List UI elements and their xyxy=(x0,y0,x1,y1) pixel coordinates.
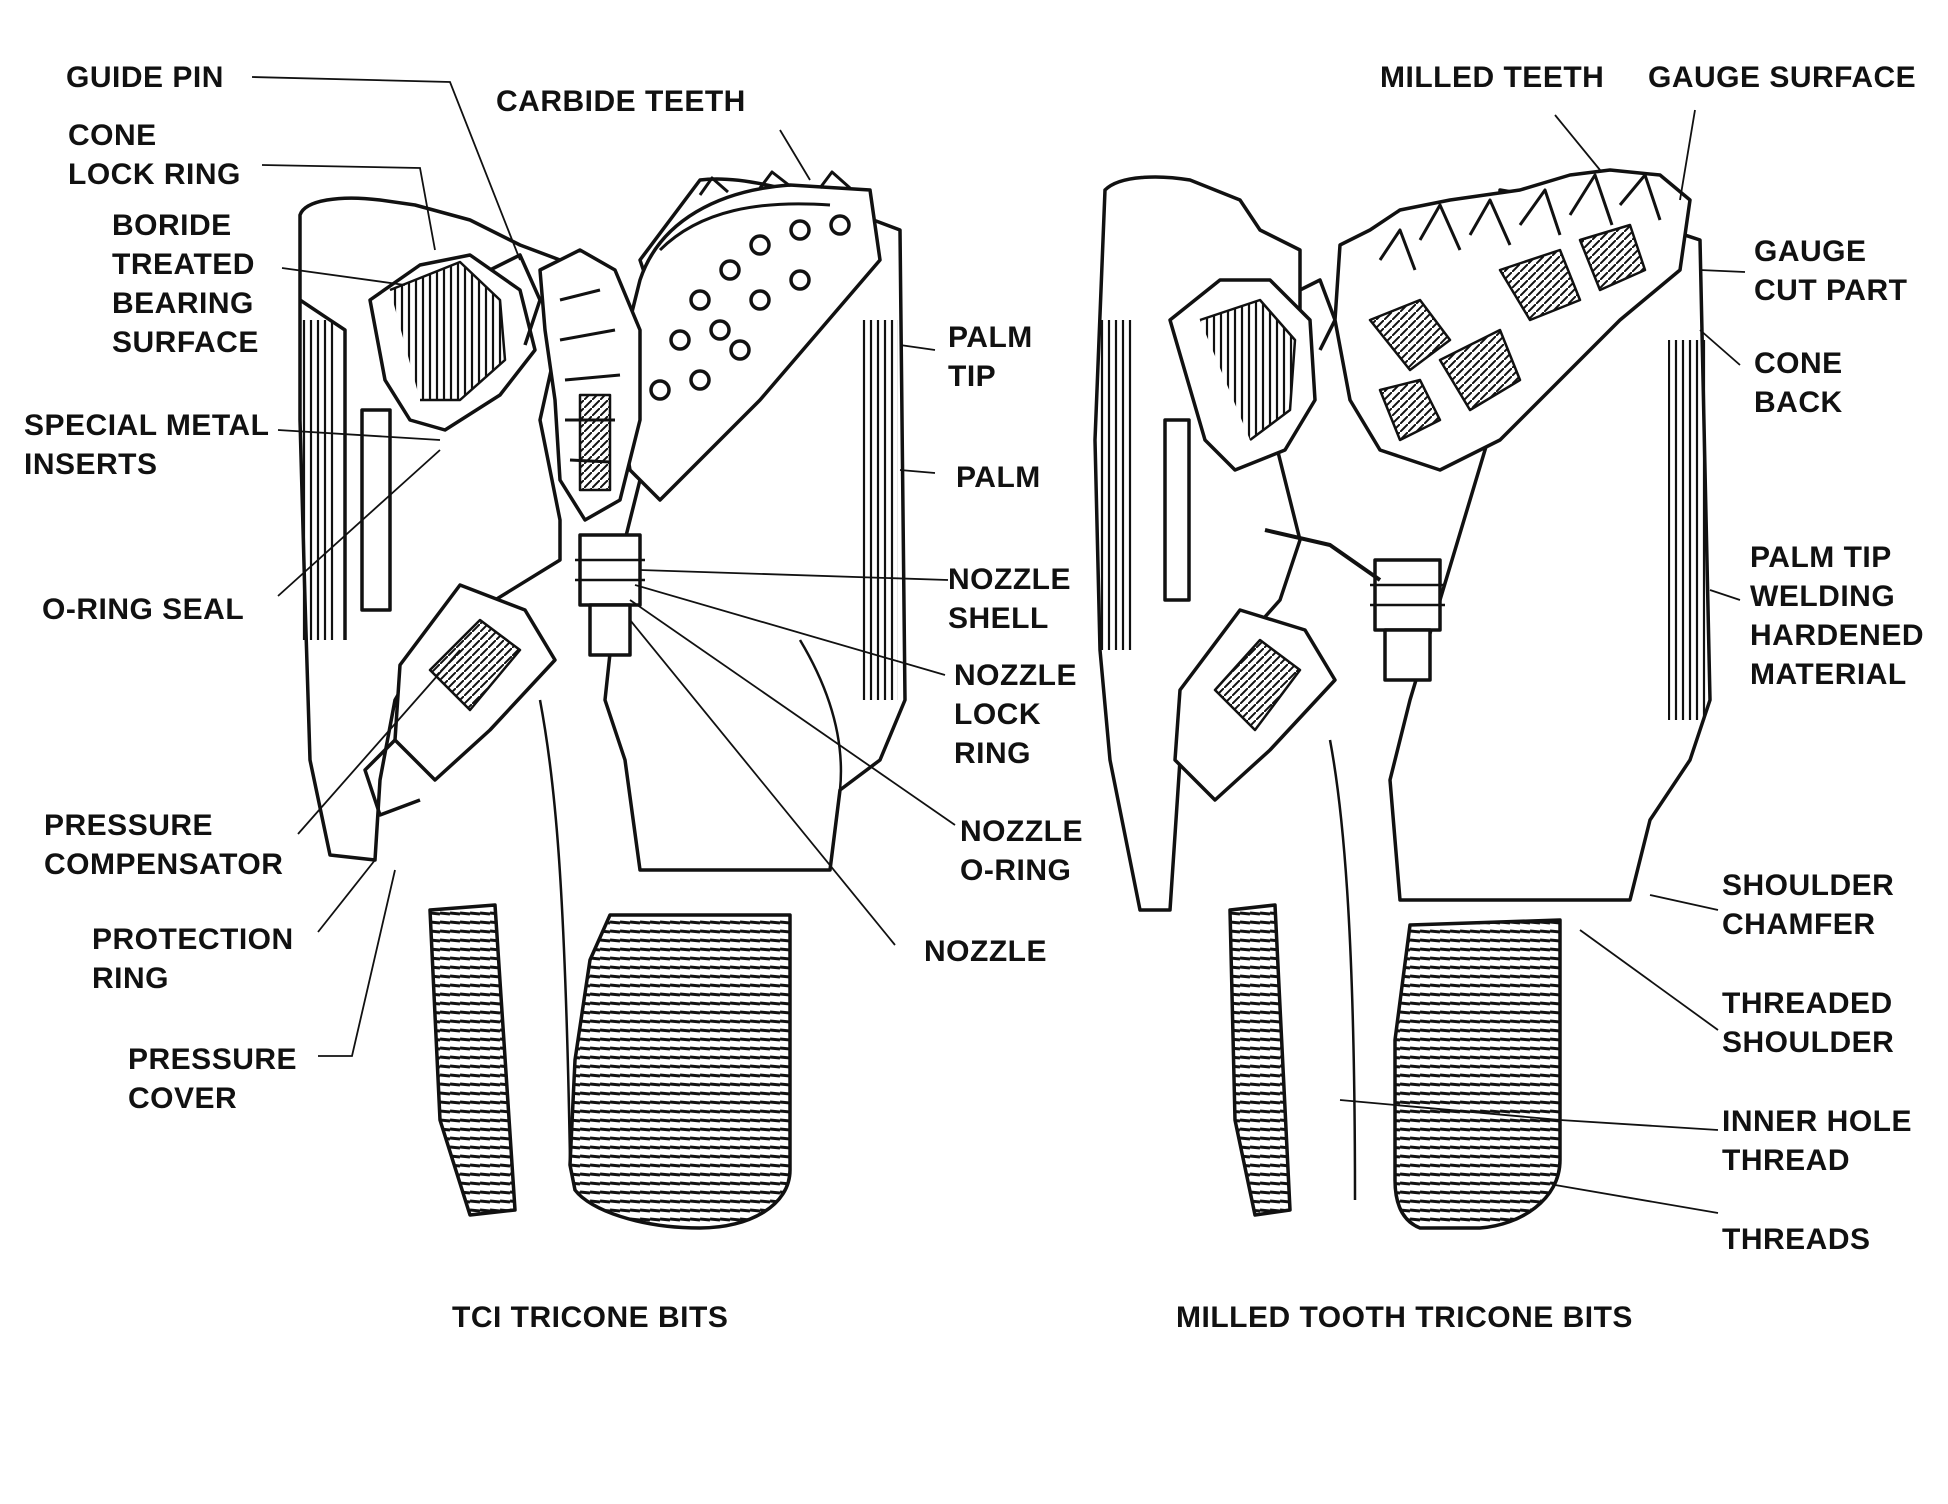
label-inner-hole-thread: INNER HOLE THREAD xyxy=(1722,1105,1913,1177)
label-special-metal-inserts: SPECIAL METAL INSERTS xyxy=(24,409,270,481)
label-cone-back: CONE BACK xyxy=(1754,347,1843,419)
caption-tci-tricone-bits: TCI TRICONE BITS xyxy=(452,1301,729,1334)
label-guide-pin: GUIDE PIN xyxy=(66,61,224,94)
caption-milled-tooth-tricone-bits: MILLED TOOTH TRICONE BITS xyxy=(1176,1301,1633,1334)
tci-nozzle xyxy=(575,533,645,657)
label-boride-treated-bearing-surface: BORIDE TREATED BEARING SURFACE xyxy=(112,209,259,359)
milled-tooth-bit-drawing xyxy=(1093,168,1712,1230)
tci-bearing-cone xyxy=(368,253,542,432)
mt-bearing-cone xyxy=(1168,278,1337,472)
label-nozzle-shell: NOZZLE SHELL xyxy=(948,563,1071,635)
label-gauge-surface: GAUGE SURFACE xyxy=(1648,61,1917,94)
label-threaded-shoulder: THREADED SHOULDER xyxy=(1722,987,1895,1059)
label-shoulder-chamfer: SHOULDER CHAMFER xyxy=(1722,869,1895,941)
mt-milled-cone xyxy=(1333,168,1692,472)
tci-threaded-pin xyxy=(428,699,792,1230)
label-carbide-teeth: CARBIDE TEETH xyxy=(496,85,746,118)
mt-left-leg-shading xyxy=(1098,320,1134,650)
label-palm-tip-welding-hardened-material: PALM TIP WELDING HARDENED MATERIAL xyxy=(1750,541,1925,691)
label-pressure-cover: PRESSURE COVER xyxy=(128,1043,298,1115)
label-o-ring-seal: O-RING SEAL xyxy=(42,593,245,626)
label-gauge-cut-part: GAUGE CUT PART xyxy=(1754,235,1908,307)
tci-left-leg-shading xyxy=(300,320,334,640)
tci-carbide-cone xyxy=(613,170,882,502)
tci-center-cone xyxy=(538,248,642,522)
label-nozzle-o-ring: NOZZLE O-RING xyxy=(960,815,1083,887)
label-palm: PALM xyxy=(956,461,1041,494)
leader-lines xyxy=(251,76,1746,1214)
label-threads: THREADS xyxy=(1722,1223,1871,1256)
label-nozzle: NOZZLE xyxy=(924,935,1047,968)
mt-right-body-shading xyxy=(1668,340,1708,720)
mt-pressure-compensator xyxy=(1173,608,1337,802)
label-palm-tip: PALM TIP xyxy=(948,321,1033,393)
tci-right-body-shading xyxy=(862,320,898,700)
label-nozzle-lock-ring: NOZZLE LOCK RING xyxy=(954,659,1077,770)
mt-threaded-pin xyxy=(1228,739,1562,1230)
mt-nozzle xyxy=(1264,528,1445,682)
label-cone-lock-ring: CONE LOCK RING xyxy=(68,119,241,191)
label-protection-ring: PROTECTION RING xyxy=(92,923,294,995)
tci-pressure-compensator xyxy=(363,583,557,817)
label-milled-teeth: MILLED TEETH xyxy=(1380,61,1605,94)
tci-bit-drawing xyxy=(298,170,907,1230)
label-pressure-compensator: PRESSURE COMPENSATOR xyxy=(44,809,284,881)
